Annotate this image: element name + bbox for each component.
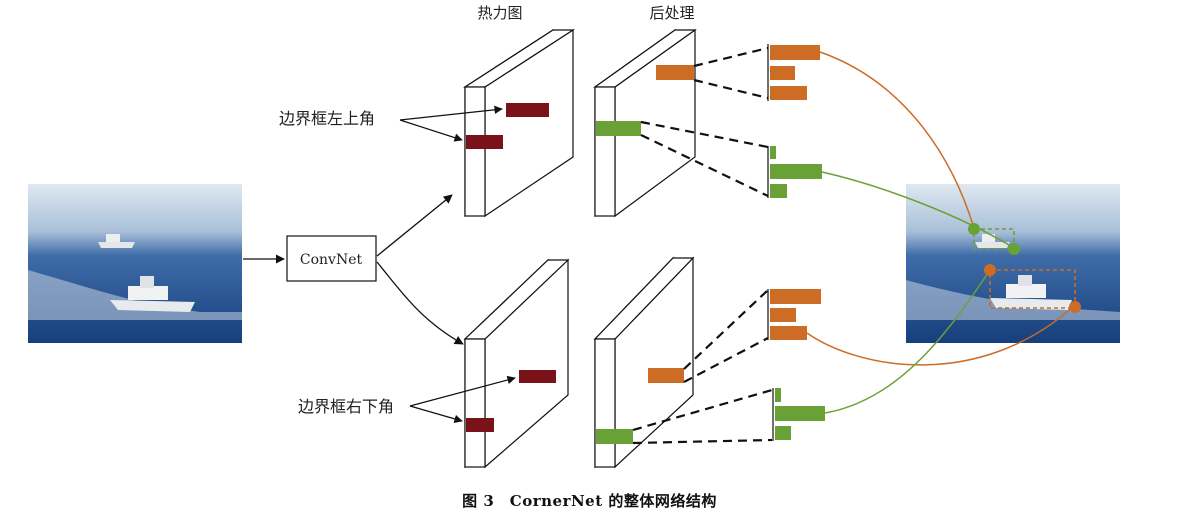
orange-bounding-box — [989, 269, 1076, 309]
orange-corner-dot-2 — [1069, 301, 1081, 313]
top-orange-histogram — [767, 44, 820, 101]
bottom-heatmap-panel — [463, 258, 570, 469]
dashed-projection-lines — [632, 46, 773, 445]
bottom-right-corner-mark-2 — [466, 418, 494, 432]
green-curve-bottom — [824, 269, 991, 414]
orange-embedding-mark-top — [656, 65, 694, 80]
large-ship-icon-output — [990, 275, 1072, 310]
small-ship-icon-output — [975, 234, 1010, 248]
green-embedding-mark-top — [596, 121, 641, 136]
input-image — [28, 184, 242, 343]
green-corner-dot-2 — [1008, 243, 1020, 255]
bottom-right-corner-mark-1 — [519, 370, 556, 383]
green-embedding-mark-bottom — [596, 429, 633, 444]
green-bounding-box — [973, 228, 1015, 250]
bottom-right-corner-label: 边界框右下角 — [298, 397, 394, 416]
orange-curve-top — [819, 51, 975, 229]
orange-curve-bottom — [806, 305, 1075, 366]
bottom-green-histogram — [772, 388, 825, 441]
arrow-label-to-br-mark-2 — [409, 405, 463, 423]
arrow-label-to-tl-mark-2 — [399, 119, 463, 142]
heatmap-header: 热力图 — [477, 4, 522, 22]
arrow-label-to-br-mark-1 — [409, 375, 516, 407]
orange-corner-dot-1 — [984, 264, 996, 276]
convnet-box: ConvNet — [286, 235, 377, 282]
small-ship-icon — [98, 234, 135, 248]
orange-embedding-mark-bottom — [648, 368, 684, 383]
top-postprocess-panel — [593, 28, 697, 218]
cornernet-diagram: ConvNet 热力图 后处理 边界框左上角 边界框右下角 — [28, 4, 1120, 469]
top-left-corner-mark-1 — [506, 103, 549, 117]
bottom-orange-histogram — [767, 289, 821, 340]
bottom-postprocess-panel — [593, 256, 695, 469]
postprocess-header: 后处理 — [649, 4, 694, 22]
arrow-convnet-to-top-heatmap — [376, 194, 453, 257]
convnet-label: ConvNet — [300, 252, 363, 268]
large-ship-icon — [110, 276, 195, 312]
arrow-convnet-to-bottom-heatmap — [376, 261, 464, 345]
figure-caption: 图 3 CornerNet 的整体网络结构 — [462, 492, 717, 510]
top-left-corner-mark-2 — [466, 135, 503, 149]
top-left-corner-label: 边界框左上角 — [279, 109, 375, 128]
arrow-label-to-tl-mark-1 — [399, 105, 503, 121]
green-curve-top — [821, 171, 1015, 249]
green-corner-dot-1 — [968, 223, 980, 235]
top-heatmap-panel — [462, 28, 576, 218]
output-image — [906, 184, 1120, 343]
top-green-histogram — [767, 146, 822, 198]
